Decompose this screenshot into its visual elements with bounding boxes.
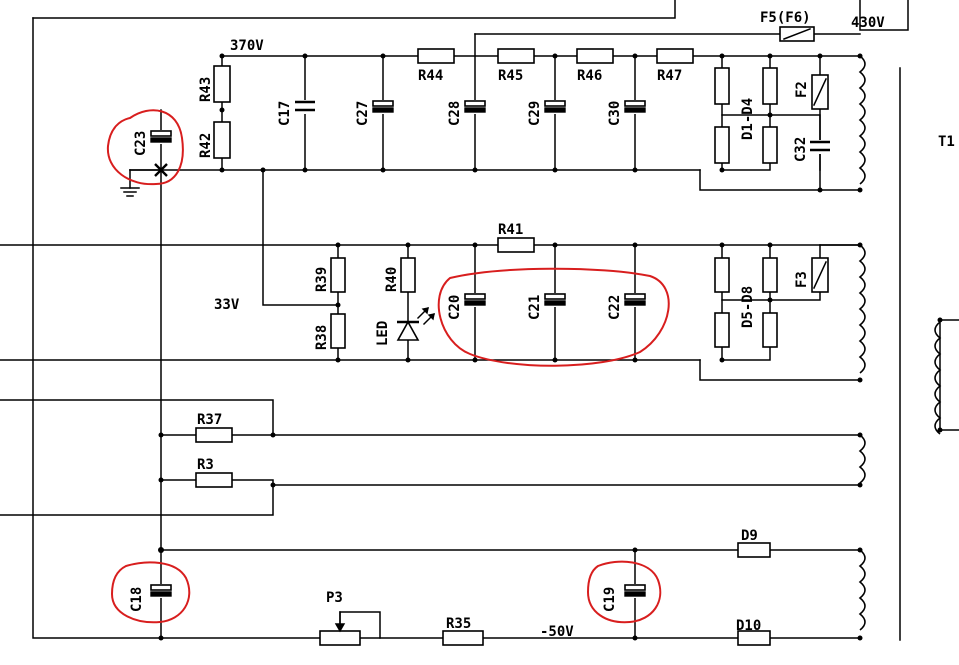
label-r43: R43 [198, 77, 214, 102]
label-c32: C32 [793, 137, 809, 162]
label-d10: D10 [736, 618, 761, 634]
label-c19: C19 [602, 587, 618, 612]
label-r37: R37 [197, 412, 222, 428]
label-r35: R35 [446, 616, 471, 632]
diode-d9 [737, 542, 771, 558]
resistor-r46 [576, 48, 614, 64]
label-430v: 430V [851, 15, 885, 31]
label-r46: R46 [577, 68, 602, 84]
resistor-r38 [330, 313, 346, 349]
label-f2: F2 [794, 81, 810, 98]
capacitor-c32 [810, 140, 830, 154]
label-c18: C18 [129, 587, 145, 612]
label-r45: R45 [498, 68, 523, 84]
red-circle-c19 [586, 560, 662, 624]
label-r39: R39 [314, 267, 330, 292]
label-t1: T1 [938, 134, 955, 150]
label-r41: R41 [498, 222, 523, 238]
resistor-r41 [497, 237, 535, 253]
capacitor-c22 [624, 293, 646, 307]
resistor-r47 [656, 48, 694, 64]
capacitor-c23 [150, 130, 172, 144]
resistor-r39 [330, 257, 346, 293]
red-circle-c18 [110, 561, 191, 624]
capacitor-c19 [624, 584, 646, 598]
capacitor-c29 [544, 100, 566, 114]
label-r44: R44 [418, 68, 443, 84]
capacitor-c17 [295, 100, 315, 114]
label-f3: F3 [794, 271, 810, 288]
label-c20: C20 [447, 295, 463, 320]
label-c21: C21 [527, 295, 543, 320]
resistors [195, 26, 829, 646]
label-c28: C28 [447, 101, 463, 126]
label-c27: C27 [355, 101, 371, 126]
capacitor-c18 [150, 584, 172, 598]
red-circle-c23 [106, 109, 184, 186]
capacitors [150, 100, 830, 598]
red-circle-c20-c22 [437, 267, 670, 367]
resistor-r3 [195, 472, 233, 488]
resistor-r44 [417, 48, 455, 64]
labels: 370V F5(F6) 430V T1 33V -50V R44 R45 R46… [129, 10, 955, 640]
label-c22: C22 [607, 295, 623, 320]
label-led: LED [375, 321, 391, 346]
capacitor-c20 [464, 293, 486, 307]
resistor-r35 [442, 630, 484, 646]
red-annotations [106, 109, 670, 624]
label-p3: P3 [326, 590, 343, 606]
label-c17: C17 [277, 101, 293, 126]
capacitor-c27 [372, 100, 394, 114]
transformer-windings [858, 55, 942, 631]
junction-dots [158, 53, 943, 641]
label-50v: -50V [540, 624, 574, 640]
label-f5: F5(F6) [760, 10, 811, 26]
label-d5-d8: D5-D8 [740, 286, 756, 328]
ground-symbol [120, 163, 168, 197]
capacitor-c28 [464, 100, 486, 114]
resistor-r42 [213, 121, 231, 159]
diode-d10 [737, 630, 771, 646]
label-r40: R40 [384, 267, 400, 292]
label-c30: C30 [607, 101, 623, 126]
label-r3: R3 [197, 457, 214, 473]
resistor-r45 [497, 48, 535, 64]
resistor-r40 [400, 257, 416, 293]
label-d9: D9 [741, 528, 758, 544]
label-r42: R42 [198, 133, 214, 158]
label-r38: R38 [314, 325, 330, 350]
led-symbol [396, 306, 436, 341]
label-r47: R47 [657, 68, 682, 84]
label-c29: C29 [527, 101, 543, 126]
label-c23: C23 [133, 131, 149, 156]
resistor-r43 [213, 65, 231, 103]
label-d1-d4: D1-D4 [740, 98, 756, 140]
label-33v: 33V [214, 297, 240, 313]
potentiometer-p3 [319, 630, 361, 646]
label-370v: 370V [230, 38, 264, 54]
capacitor-c21 [544, 293, 566, 307]
capacitor-c30 [624, 100, 646, 114]
resistor-r37 [195, 427, 233, 443]
